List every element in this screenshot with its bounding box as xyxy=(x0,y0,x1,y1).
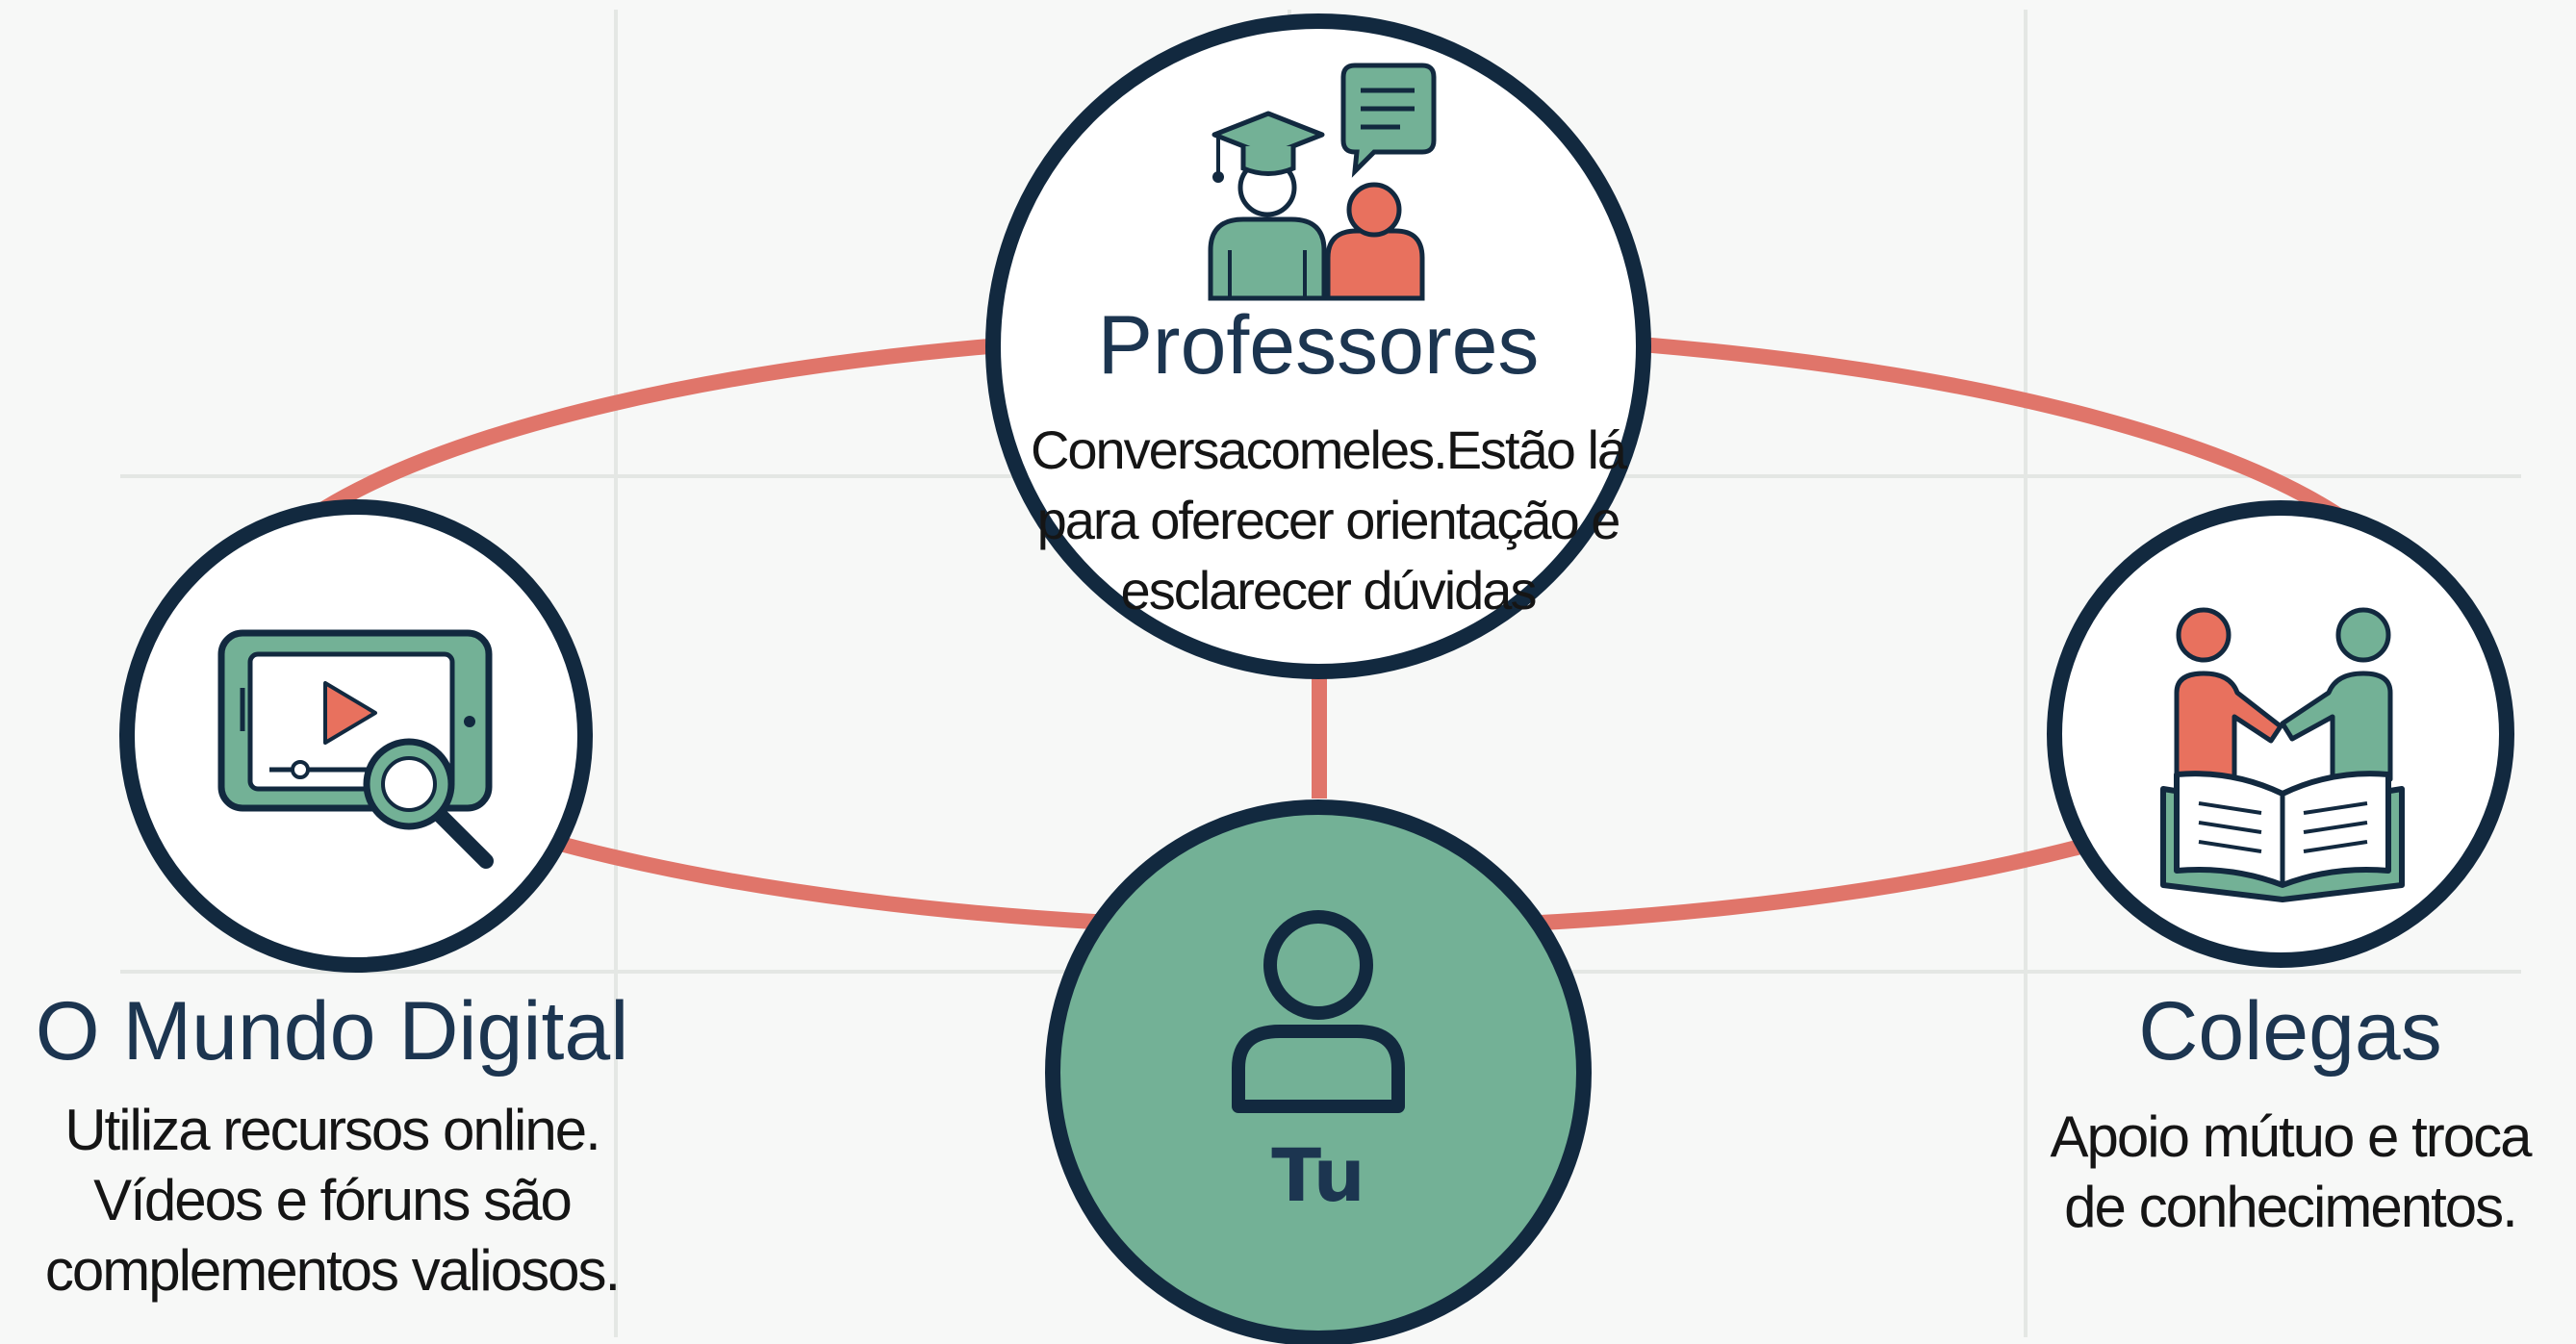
mundo-digital-node[interactable] xyxy=(119,499,593,973)
mundo-digital-description: Utiliza recursos online. Vídeos e fóruns… xyxy=(0,1095,664,1306)
professores-description-line: esclarecer dúvidas xyxy=(1120,559,1538,621)
mundo-digital-description-line: Utiliza recursos online. xyxy=(64,1098,601,1162)
user-icon xyxy=(1232,910,1405,1113)
professores-title: Professores xyxy=(1097,299,1540,392)
mundo-digital-description-line: complementos valiosos. xyxy=(44,1238,621,1304)
tablet-video-search-icon xyxy=(217,629,494,869)
peers-handshake-book-icon xyxy=(2160,607,2405,902)
professores-description: Conversacomeles.Estão lá para oferecer o… xyxy=(1020,416,1636,625)
colegas-title: Colegas xyxy=(2138,985,2442,1078)
professores-description-line: para oferecer orientação e xyxy=(1036,489,1621,550)
teacher-student-chat-icon xyxy=(1208,63,1437,301)
tu-label: Tu xyxy=(1271,1132,1365,1218)
professores-node[interactable] xyxy=(985,13,1651,679)
colegas-description-line: de conhecimentos. xyxy=(2064,1175,2518,1240)
mundo-digital-title: O Mundo Digital xyxy=(35,985,629,1078)
professores-description-line: Conversacomeles.Estão lá xyxy=(1030,419,1627,480)
colegas-node[interactable] xyxy=(2047,500,2514,968)
tu-node[interactable] xyxy=(1045,799,1592,1344)
colegas-description: Apoio mútuo e troca de conhecimentos. xyxy=(2006,1102,2574,1242)
colegas-description-line: Apoio mútuo e troca xyxy=(2050,1104,2533,1169)
mundo-digital-description-line: Vídeos e fóruns são xyxy=(93,1168,573,1233)
